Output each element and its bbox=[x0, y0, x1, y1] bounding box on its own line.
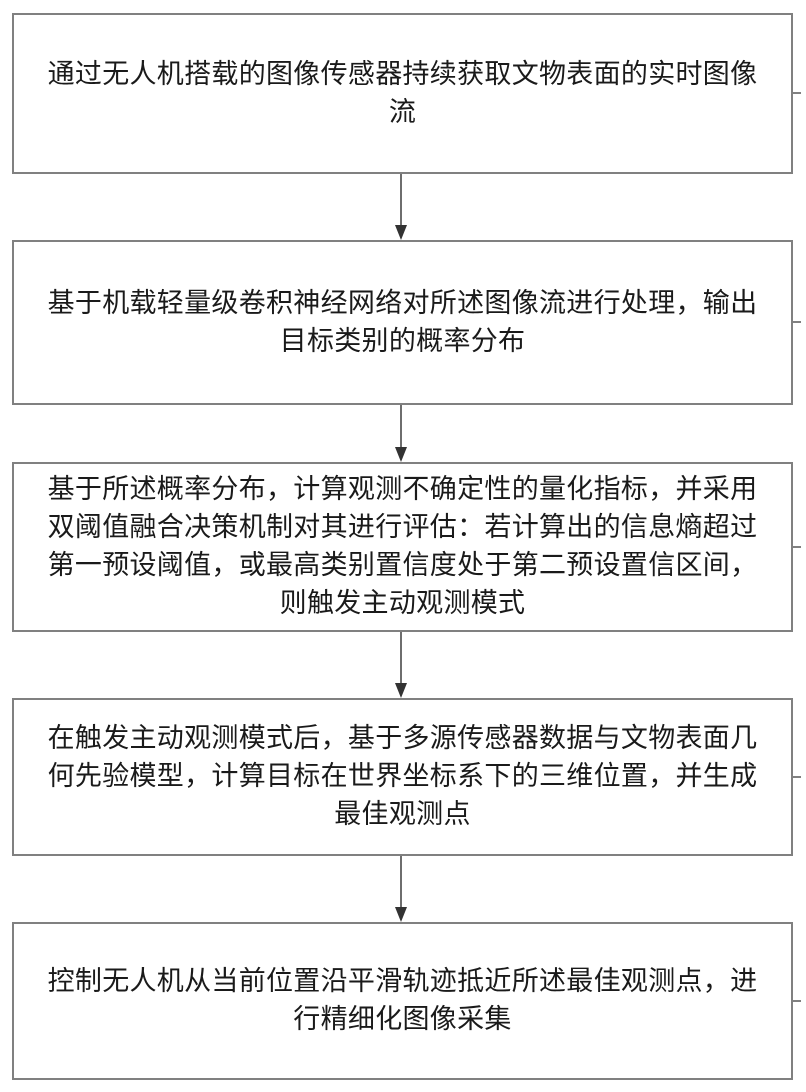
down-arrow-icon bbox=[395, 907, 407, 922]
arrow-stem bbox=[400, 405, 402, 447]
flowchart-node-step-4-label: 在触发主动观测模式后，基于多源传感器数据与文物表面几何先验模型，计算目标在世界坐… bbox=[47, 723, 758, 830]
flowchart-node-step-4: 在触发主动观测模式后，基于多源传感器数据与文物表面几何先验模型，计算目标在世界坐… bbox=[12, 698, 793, 856]
flowchart-node-step-2: 基于机载轻量级卷积神经网络对所述图像流进行处理，输出目标类别的概率分布 bbox=[12, 240, 793, 405]
node-edge-tick-5 bbox=[793, 1000, 801, 1002]
arrow-stem bbox=[400, 174, 402, 225]
flowchart-arrow-1 bbox=[394, 174, 408, 240]
arrow-stem bbox=[400, 856, 402, 907]
node-edge-tick-4 bbox=[793, 776, 801, 778]
down-arrow-icon bbox=[395, 225, 407, 240]
flowchart-arrow-3 bbox=[394, 632, 408, 698]
flowchart-node-step-5: 控制无人机从当前位置沿平滑轨迹抵近所述最佳观测点，进行精细化图像采集 bbox=[12, 922, 793, 1080]
flowchart-node-step-3-label: 基于所述概率分布，计算观测不确定性的量化指标，并采用双阈值融合决策机制对其进行评… bbox=[47, 474, 758, 619]
down-arrow-icon bbox=[395, 447, 407, 462]
flowchart-node-step-3: 基于所述概率分布，计算观测不确定性的量化指标，并采用双阈值融合决策机制对其进行评… bbox=[12, 462, 793, 632]
flowchart-node-step-2-label: 基于机载轻量级卷积神经网络对所述图像流进行处理，输出目标类别的概率分布 bbox=[47, 287, 758, 357]
node-edge-tick-1 bbox=[793, 92, 801, 94]
flowchart-node-step-5-label: 控制无人机从当前位置沿平滑轨迹抵近所述最佳观测点，进行精细化图像采集 bbox=[47, 966, 758, 1035]
flowchart-node-step-1: 通过无人机搭载的图像传感器持续获取文物表面的实时图像流 bbox=[12, 13, 793, 174]
down-arrow-icon bbox=[395, 683, 407, 698]
flowchart-arrow-2 bbox=[394, 405, 408, 462]
arrow-stem bbox=[400, 632, 402, 683]
node-edge-tick-2 bbox=[793, 321, 801, 323]
flowchart-node-step-1-label: 通过无人机搭载的图像传感器持续获取文物表面的实时图像流 bbox=[47, 58, 758, 128]
flowchart-arrow-4 bbox=[394, 856, 408, 922]
node-edge-tick-3 bbox=[793, 546, 801, 548]
